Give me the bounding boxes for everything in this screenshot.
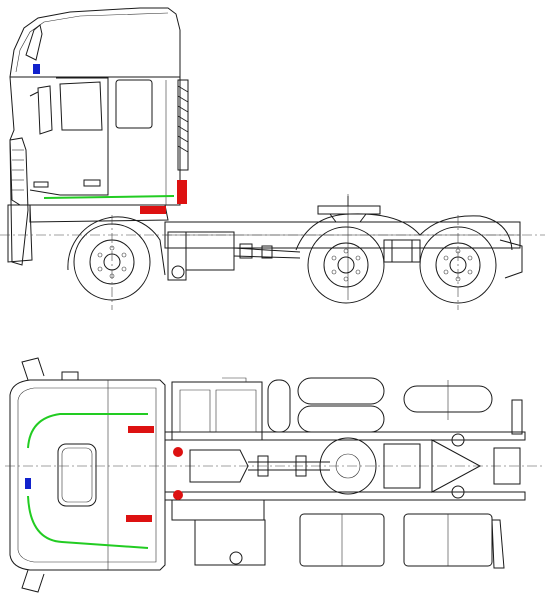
mirror-top-lower	[21, 569, 45, 593]
cab-door	[29, 77, 109, 196]
u-joint-top	[295, 455, 307, 477]
green-outline-left	[27, 413, 148, 449]
door-window	[59, 81, 103, 131]
roof-hatch-inner	[61, 447, 93, 503]
air-tank-small	[267, 379, 291, 433]
roof-inner-line	[15, 12, 169, 73]
kingpin-plate	[335, 453, 361, 479]
red-dot-top	[173, 447, 183, 457]
rear-suspension	[383, 239, 421, 263]
side-view	[0, 7, 545, 310]
front-bumper	[7, 204, 33, 263]
rear-cab-hatch	[177, 85, 189, 153]
engine-block-top	[171, 381, 263, 441]
rear-light-bracket	[511, 399, 523, 435]
mirror-arm	[29, 91, 39, 97]
roof-antenna-mount	[61, 371, 79, 381]
red-rear-pillar	[177, 180, 187, 204]
exhaust-canister	[167, 231, 187, 281]
fifth-wheel-top	[319, 437, 377, 495]
rear-rim-1	[323, 242, 369, 288]
roof-hatch	[57, 443, 97, 507]
top-view	[5, 357, 545, 593]
chassis-rail-bottom	[164, 491, 526, 501]
rear-mudguard	[499, 239, 523, 279]
cab-outline-top	[9, 379, 166, 571]
cab-body	[9, 76, 181, 206]
fuel-tank-side	[185, 231, 235, 271]
rear-axle-1-top	[383, 443, 421, 489]
front-wheel-arch	[67, 216, 166, 276]
blue-marker	[25, 478, 31, 489]
red-step-bar	[140, 206, 166, 214]
u-joint	[239, 243, 253, 259]
green-outline-right	[27, 495, 149, 549]
cab-inner-outline-top	[17, 387, 157, 563]
cab-roof	[9, 7, 181, 78]
exhaust-outlet	[171, 265, 185, 279]
mirror-top-upper	[21, 357, 45, 381]
u-joint-top	[257, 455, 269, 477]
rear-tyre-1	[307, 226, 385, 304]
driveshaft-top	[248, 461, 330, 471]
driveshaft	[233, 247, 301, 259]
badge	[33, 181, 49, 188]
red-dot-bottom	[173, 490, 183, 500]
red-bar-bottom	[126, 515, 152, 522]
rear-hub-1	[337, 256, 355, 274]
rear-tyre-2	[419, 226, 497, 304]
door-handle	[83, 179, 101, 187]
roof-sunvisor	[25, 24, 43, 61]
lower-crossmember	[171, 499, 265, 521]
rear-cab-strip	[177, 79, 189, 171]
u-joint	[261, 245, 273, 259]
rear-wheel-arch	[295, 213, 513, 251]
battery-box	[194, 519, 266, 566]
fifth-wheel	[317, 205, 381, 215]
battery-cap	[229, 551, 243, 565]
rear-lug-nuts-1	[331, 248, 361, 282]
rear-mudflap-top	[491, 519, 505, 569]
gearbox-top	[189, 449, 249, 483]
front-face	[9, 137, 29, 266]
air-tank-1	[297, 377, 385, 405]
rear-axle-2-top	[431, 439, 482, 493]
side-mirror	[37, 85, 53, 135]
chassis-rail-top	[164, 431, 526, 441]
green-trim-line	[43, 195, 175, 199]
hub-top	[451, 485, 465, 499]
rear-end-frame	[493, 447, 521, 485]
red-bar-top	[128, 426, 154, 433]
hub-top	[451, 433, 465, 447]
air-tank-2	[297, 405, 385, 433]
sleeper-window	[115, 79, 153, 129]
cab-step	[29, 204, 169, 223]
engine-details	[179, 377, 257, 433]
blue-cab-marker	[33, 64, 40, 74]
